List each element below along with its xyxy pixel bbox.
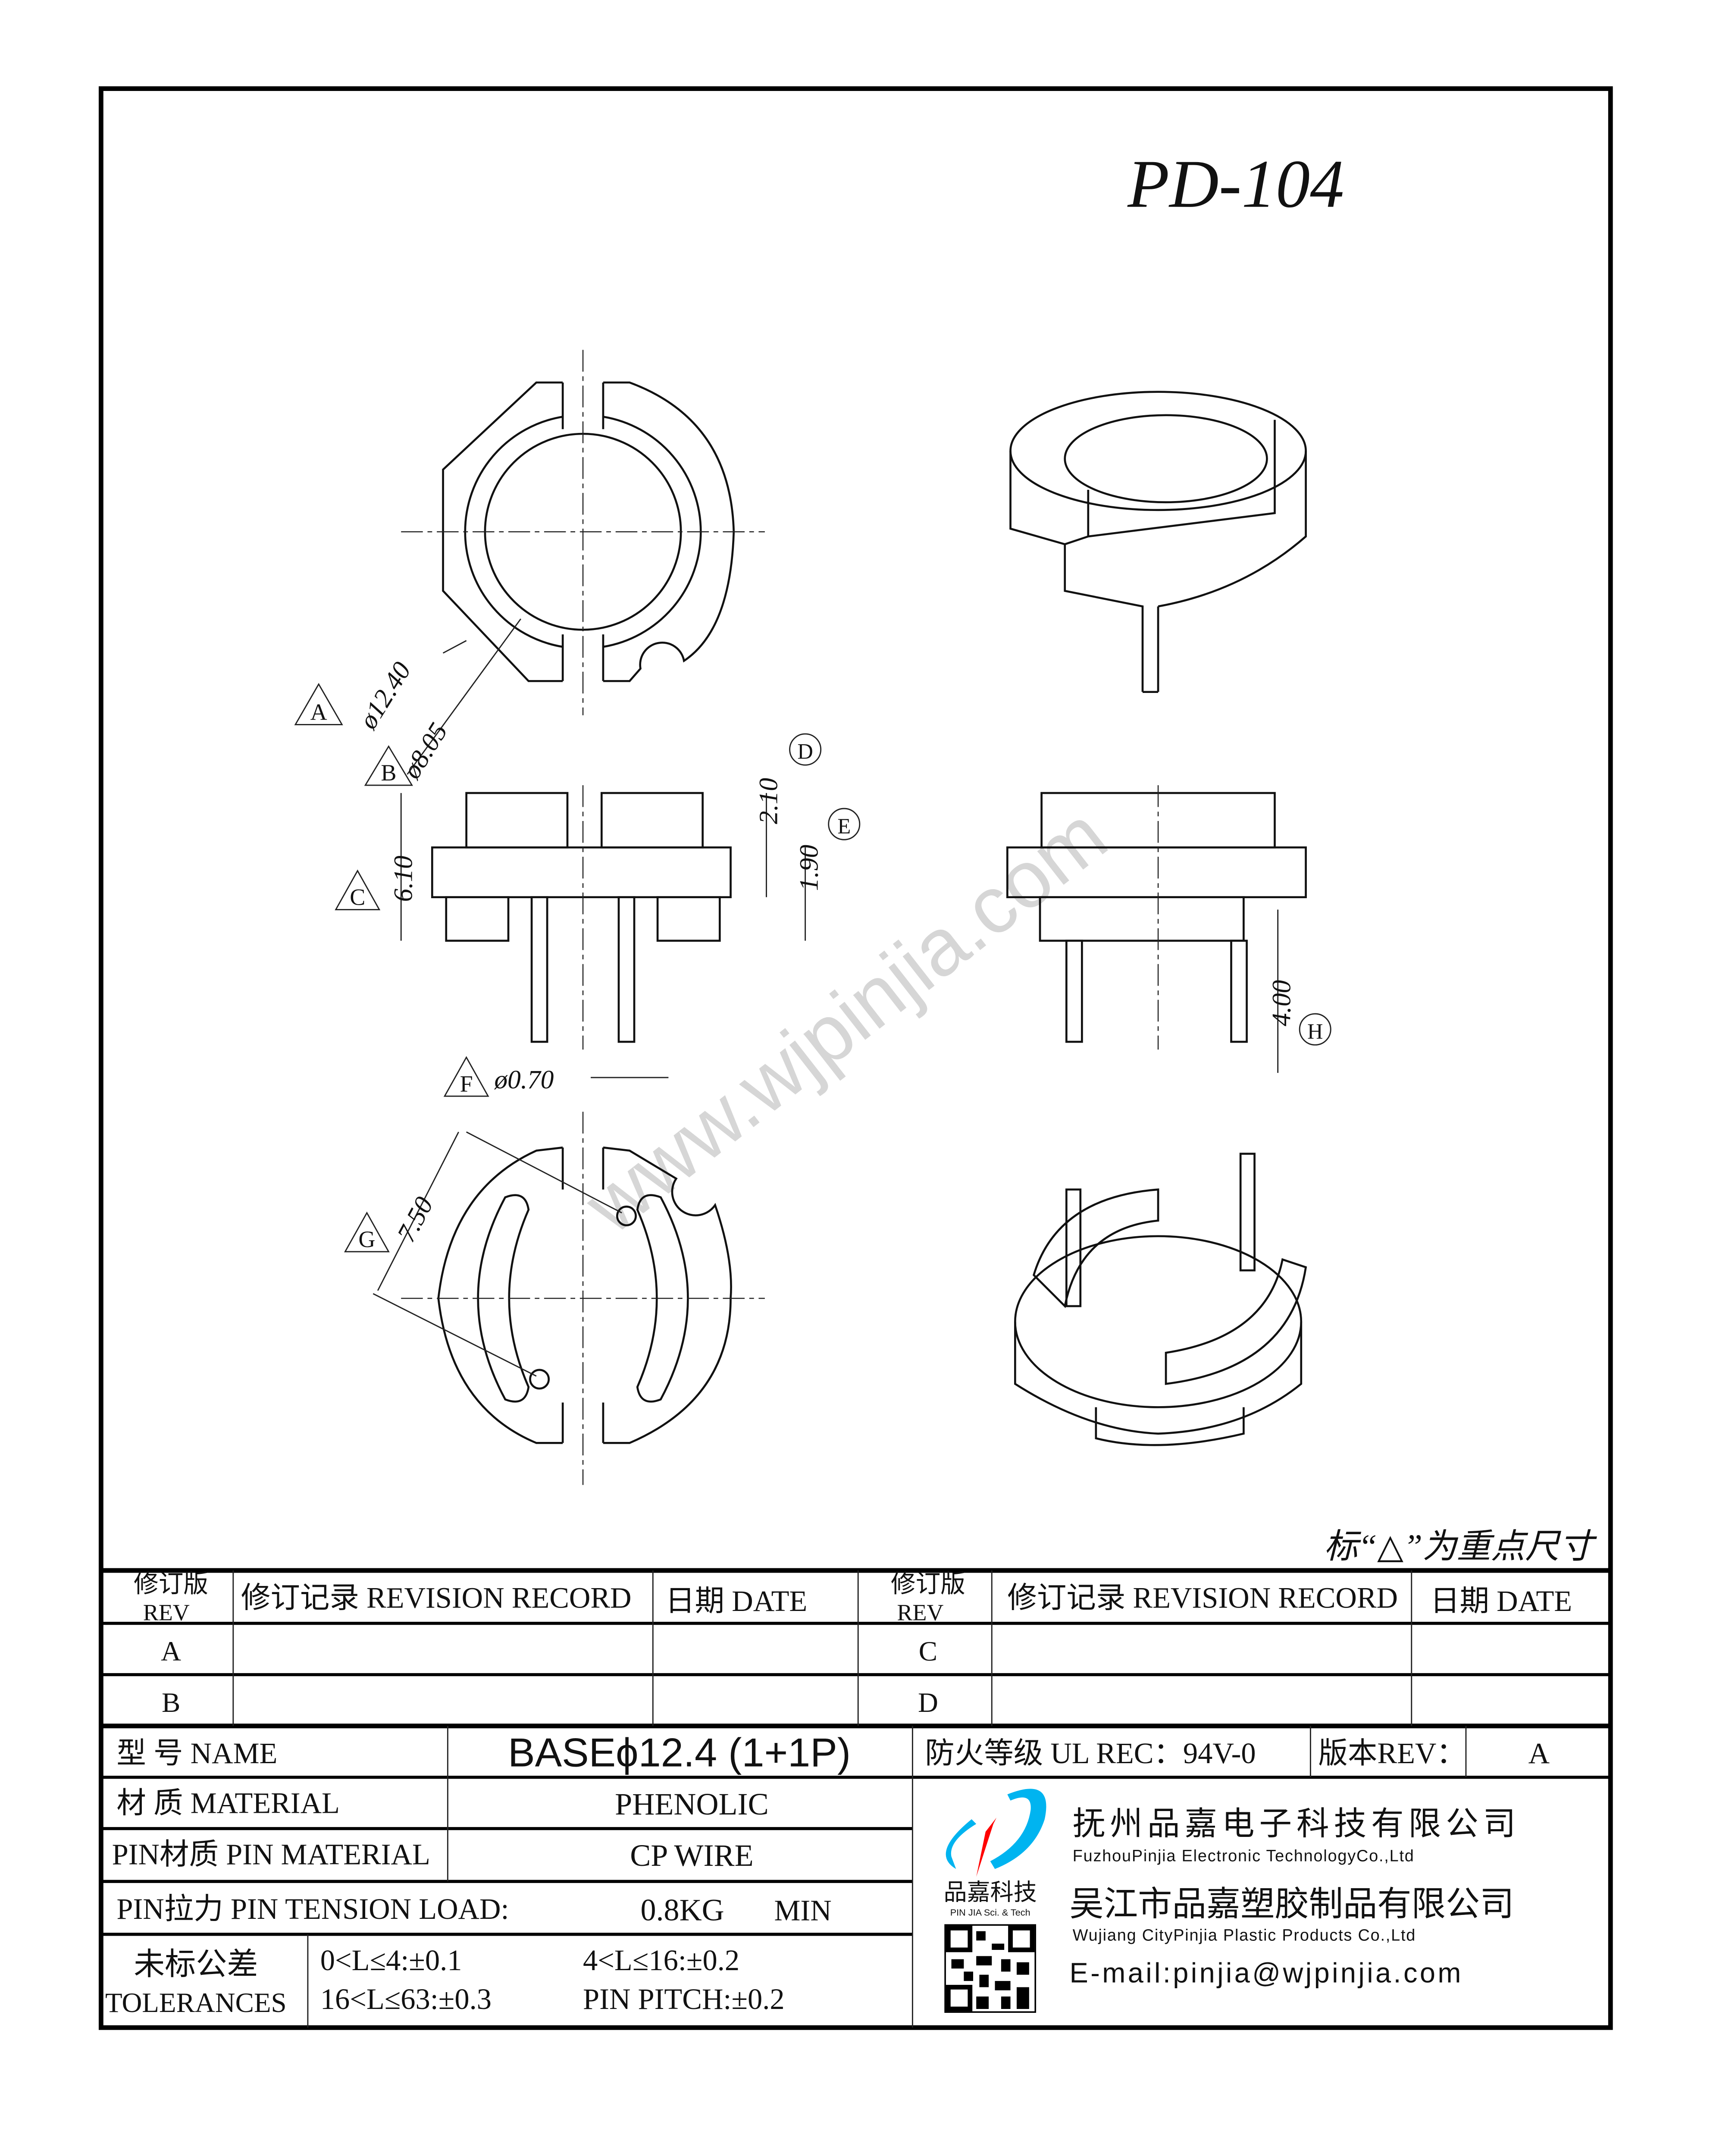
tag-a: A <box>310 699 327 725</box>
dim-e-label: 1.90 <box>794 845 824 891</box>
rev-value: A <box>1528 1737 1550 1770</box>
tag-f: F <box>460 1071 473 1097</box>
logo-text-cn: 品嘉科技 <box>944 1880 1037 1905</box>
dim-f-label: ø0.70 <box>494 1065 554 1094</box>
rev-header-en-right: REV <box>897 1599 943 1625</box>
company1-name-en: FuzhouPinjia Electronic TechnologyCo.,Lt… <box>1073 1847 1415 1865</box>
rev-row-b: B <box>162 1687 180 1718</box>
rev-row-d: D <box>918 1687 938 1718</box>
record-header-right: 修订记录 REVISION RECORD <box>1007 1582 1398 1614</box>
dim-g-label: 7.50 <box>391 1192 439 1247</box>
pin-tension-unit: MIN <box>774 1894 832 1927</box>
date-header-left: 日期 DATE <box>665 1585 807 1617</box>
top-view <box>401 350 765 775</box>
rev-header-cn-right: 修订版 <box>891 1571 965 1598</box>
tolerance-4: PIN PITCH:±0.2 <box>583 1983 785 2015</box>
dim-h-label: 4.00 <box>1267 980 1297 1026</box>
key-dim-triangle-g <box>344 1211 390 1253</box>
sheet-border <box>98 86 1613 2030</box>
title-block <box>101 1726 1611 2028</box>
material-value: PHENOLIC <box>615 1787 769 1821</box>
dim-d-label: 2.10 <box>754 778 783 824</box>
tolerance-3: 16<L≤63:±0.3 <box>320 1983 492 2015</box>
tag-c: C <box>350 884 365 910</box>
tolerance-label-cn: 未标公差 <box>134 1947 258 1982</box>
name-value: BASEϕ12.4 (1+1P) <box>508 1730 851 1775</box>
tolerance-1: 0<L≤4:±0.1 <box>320 1944 462 1977</box>
key-dimension-note: 标“△”为重点尺寸 <box>1324 1528 1597 1566</box>
dim-c-label: 6.10 <box>388 856 418 902</box>
tag-g: G <box>358 1226 375 1252</box>
tag-e: E <box>837 814 851 838</box>
technical-drawing: PD-104 www.wjpinjia.com A ø12.40 B ø8.05… <box>98 86 1613 2030</box>
tag-h-circle <box>1299 1013 1331 1046</box>
isometric-view-top <box>1009 391 1307 693</box>
rev-header-cn-left: 修订版 <box>134 1571 208 1598</box>
tag-d: D <box>797 740 813 764</box>
company2-name-cn: 吴江市品嘉塑胶制品有限公司 <box>1070 1885 1514 1923</box>
rev-row-a: A <box>161 1636 181 1667</box>
rev-row-c: C <box>919 1636 937 1667</box>
company2-name-en: Wujiang CityPinjia Plastic Products Co.,… <box>1073 1926 1416 1944</box>
watermark: www.wjpinjia.com <box>568 789 1123 1251</box>
company-email: E-mail:pinjia@wjpinjia.com <box>1070 1957 1463 1989</box>
isometric-view-bottom <box>1014 1153 1307 1446</box>
tag-h: H <box>1307 1019 1323 1044</box>
fire-rating: 防火等级 UL REC：94V-0 <box>925 1737 1256 1770</box>
tolerance-label-en: TOLERANCES <box>105 1987 287 2018</box>
part-number-title: PD-104 <box>1127 147 1344 222</box>
rev-header-en-left: REV <box>143 1599 190 1625</box>
material-label: 材 质 MATERIAL <box>116 1787 339 1820</box>
tag-d-circle <box>789 733 822 766</box>
drawing-sheet: PD-104 www.wjpinjia.com A ø12.40 B ø8.05… <box>98 86 1613 2030</box>
pin-tension-label: PIN拉力 PIN TENSION LOAD: <box>116 1893 509 1925</box>
key-dim-triangle-c <box>335 869 381 910</box>
key-dim-triangle-f <box>443 1056 489 1097</box>
key-dim-triangle-a <box>294 683 343 725</box>
name-label: 型 号 NAME <box>116 1737 277 1770</box>
front-view <box>400 785 806 1078</box>
company-logo <box>946 1789 1046 1877</box>
company1-name-cn: 抚州品嘉电子科技有限公司 <box>1073 1805 1520 1842</box>
pin-tension-value: 0.8KG <box>640 1893 724 1927</box>
tolerance-2: 4<L≤16:±0.2 <box>583 1944 739 1977</box>
logo-text-en: PIN JIA Sci. & Tech <box>950 1907 1030 1918</box>
pin-material-value: CP WIRE <box>630 1838 753 1873</box>
tag-b: B <box>381 760 396 786</box>
side-view <box>1006 785 1307 1073</box>
qr-code <box>944 1924 1037 2013</box>
bottom-view <box>373 1112 765 1485</box>
tag-e-circle <box>828 808 861 840</box>
date-header-right: 日期 DATE <box>1430 1585 1572 1617</box>
key-dim-triangle-b <box>364 745 413 786</box>
record-header-left: 修订记录 REVISION RECORD <box>241 1582 632 1614</box>
dim-a-label: ø12.40 <box>353 657 417 734</box>
pin-material-label: PIN材质 PIN MATERIAL <box>112 1838 430 1871</box>
rev-label: 版本REV： <box>1318 1737 1466 1770</box>
revision-table <box>101 1568 1611 1729</box>
